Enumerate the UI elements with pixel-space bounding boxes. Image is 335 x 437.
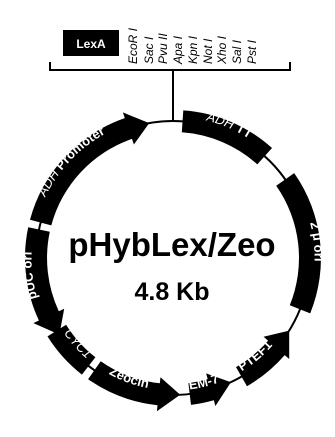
pem7-arc (188, 373, 231, 406)
cyc1-arc (47, 324, 96, 375)
site-label: Sal I (230, 39, 244, 64)
adh-promoter-arc (30, 112, 150, 226)
plasmid-size: 4.8 Kb (134, 278, 209, 306)
feature-arcs (24, 110, 321, 412)
lexa-tag: LexA (63, 30, 119, 56)
site-label: Apa I (171, 35, 185, 65)
plasmid-name: pHybLex/Zeo (68, 226, 275, 263)
zeocin-arc (88, 361, 181, 412)
mcs-bracket (49, 62, 291, 120)
ptef1-arc (236, 330, 290, 387)
site-label: Kpn I (186, 35, 200, 64)
adh-promoter-label: ADH Promoter (34, 123, 107, 199)
site-label: Sac I (142, 36, 156, 64)
lexa-label: LexA (76, 37, 106, 51)
site-label: Pst I (245, 39, 259, 64)
adh-tt-arc (181, 110, 272, 165)
puc-ori-arc (24, 227, 65, 335)
site-label: EcoR I (126, 27, 140, 64)
site-label: Xho I (215, 35, 229, 65)
two-micron-ori-arc (276, 173, 321, 314)
site-label: Pvu II (156, 33, 170, 64)
site-label: Not I (201, 38, 215, 64)
